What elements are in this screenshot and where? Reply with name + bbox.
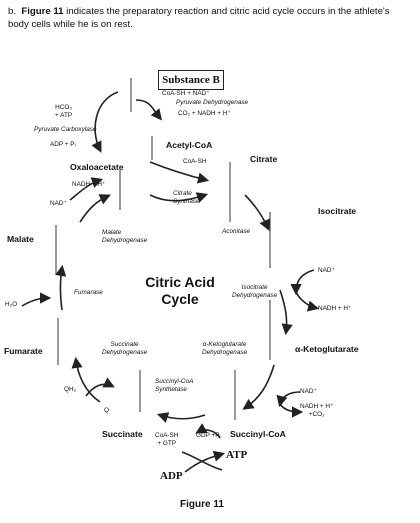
nad-left-label: NAD⁺ bbox=[50, 200, 67, 207]
arrow-nadh-akg bbox=[279, 403, 304, 418]
fumarase-label: Fumarase bbox=[74, 289, 103, 296]
nadh-h-left-label: NADH + H⁺ bbox=[72, 181, 106, 188]
adp-pi-label: ADP + Pᵢ bbox=[50, 141, 76, 148]
arrow-akg-to-succinylcoa bbox=[242, 364, 275, 410]
co2-nadh-label: CO₂ + NADH + H⁺ bbox=[178, 110, 231, 117]
succinate-label: Succinate bbox=[102, 429, 143, 439]
oxaloacetate-label: Oxaloacetate bbox=[70, 162, 124, 172]
arrow-gdp bbox=[195, 423, 221, 439]
isocitrate-label: Isocitrate bbox=[318, 206, 357, 216]
arrow-nadh-isocitrate bbox=[295, 291, 320, 312]
a-ketoglutarate-label: α-Ketoglutarate bbox=[295, 344, 359, 354]
pyruvate-dh-label: Pyruvate Dehydrogenase bbox=[176, 99, 249, 106]
nad-right2-label: NAD⁺ bbox=[300, 388, 317, 395]
arrow-oaa-to-citrate bbox=[149, 192, 209, 203]
arrow-gtp-gdp-cross bbox=[181, 451, 223, 471]
akg-dh-label: α-Ketoglutarate Dehydrogenase bbox=[202, 341, 248, 356]
arrow-h2o bbox=[21, 292, 52, 307]
succinyl-coa-label: Succinyl-CoA bbox=[230, 429, 286, 439]
arrow-succinate-to-fumarate bbox=[71, 356, 101, 403]
coash-gtp-label: CoA-SH + GTP bbox=[155, 432, 179, 447]
arrow-nad-isocitrate bbox=[290, 269, 315, 296]
question-text: b. Figure 11 indicates the preparatory r… bbox=[8, 6, 390, 30]
citrate-label: Citrate bbox=[250, 154, 278, 164]
arrow-malate-to-oaa bbox=[79, 194, 111, 223]
arrow-citrate-to-isocitrate bbox=[244, 194, 270, 231]
arrow-fumarate-to-malate bbox=[55, 264, 67, 311]
arrow-pyruvate-to-acetyl bbox=[135, 99, 162, 121]
citrate-synthase-label: Citrate Synthase bbox=[173, 190, 200, 205]
arrow-isocitrate-to-akg bbox=[279, 289, 293, 336]
qh2-label: QH₂ bbox=[64, 386, 77, 393]
fumarate-label: Fumarate bbox=[4, 346, 43, 356]
arrow-qh2 bbox=[85, 377, 115, 397]
nadh-right1-label: NADH + H⁺ bbox=[318, 305, 352, 312]
citric-acid-cycle-label: Citric Acid Cycle bbox=[145, 274, 215, 307]
arrow-nad-malate bbox=[69, 177, 104, 201]
isocitrate-dh-label: Isocitrate Dehydrogenase bbox=[232, 284, 278, 299]
arrow-nad-akg bbox=[276, 391, 301, 408]
figure-caption: Figure 11 bbox=[180, 499, 224, 510]
succinate-dh-label: Succinate Dehydrogenase bbox=[102, 341, 148, 356]
aconitase-label: Aconitase bbox=[222, 228, 251, 235]
malate-dh-label: Malate Dehydrogenase bbox=[102, 229, 148, 244]
arrow-adp-atp bbox=[184, 450, 226, 473]
arrow-acetyl-to-citrate bbox=[149, 161, 210, 184]
adp-label: ADP bbox=[160, 470, 183, 482]
acetyl-coa-label: Acetyl-CoA bbox=[166, 140, 213, 150]
molecule-sketches bbox=[55, 78, 271, 420]
nadh-right2-label: NADH + H⁺ +CO₂ bbox=[300, 403, 334, 418]
q-label: Q bbox=[104, 407, 109, 414]
atp-label: ATP bbox=[226, 449, 248, 461]
arrow-succinylcoa-to-succinate bbox=[156, 412, 206, 423]
gdp-pi-label: GDP +Pᵢ bbox=[196, 432, 221, 439]
pyruvate-carboxylase-label: Pyruvate Carboxylase bbox=[34, 126, 97, 133]
malate-label: Malate bbox=[7, 234, 34, 244]
nad-right1-label: NAD⁺ bbox=[318, 267, 335, 274]
arrow-carboxylase bbox=[91, 91, 119, 153]
succinyl-synthetase-label: Succinyl-CoA Synthetase bbox=[155, 378, 194, 393]
coash-nad-label: CoA-SH + NAD⁺ bbox=[162, 90, 210, 97]
h2o-label: H₂O bbox=[5, 301, 18, 308]
hco3-atp-label: HCO₃ + ATP bbox=[55, 104, 73, 119]
coash-label: CoA-SH bbox=[183, 158, 207, 165]
substance-b-box: Substance B bbox=[158, 70, 224, 90]
